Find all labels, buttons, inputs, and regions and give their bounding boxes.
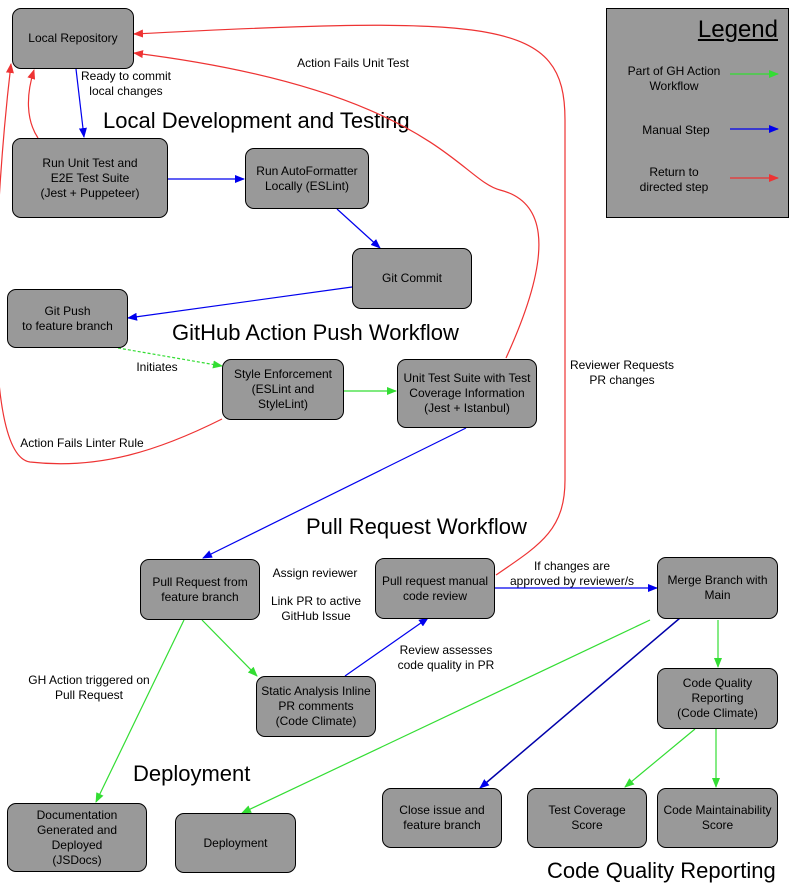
edge-quality-to-coverage [624, 728, 696, 788]
node-documentation: Documentation Generated and Deployed (JS… [7, 803, 147, 872]
section-code-quality: Code Quality Reporting [547, 858, 776, 883]
edge-unittest-fail-return [133, 50, 540, 359]
node-git-commit: Git Commit [352, 248, 472, 309]
section-pr-workflow: Pull Request Workflow [306, 514, 527, 539]
node-pr-review: Pull request manual code review [375, 558, 495, 619]
node-maintainability-score: Code Maintainability Score [657, 788, 778, 848]
edge-pr-to-static [201, 619, 258, 677]
node-static-analysis: Static Analysis Inline PR comments (Code… [256, 676, 376, 737]
edge-reviewer-return [133, 24, 566, 576]
edge-unit-return [27, 69, 39, 139]
edge-repo-to-unit [75, 68, 87, 138]
node-deployment: Deployment [175, 813, 296, 873]
edge-commit-to-push [127, 286, 353, 321]
label-ready-to-commit: Ready to commit local changes [80, 69, 172, 98]
node-merge-branch: Merge Branch with Main [657, 557, 778, 619]
node-test-coverage-score: Test Coverage Score [527, 788, 647, 848]
legend-title: Legend [697, 16, 778, 43]
label-link-pr: Link PR to active GitHub Issue [270, 594, 362, 623]
edge-push-to-style [117, 347, 223, 369]
label-action-fails-unit: Action Fails Unit Test [297, 56, 409, 70]
node-close-issue: Close issue and feature branch [382, 788, 502, 848]
node-unit-e2e-tests: Run Unit Test and E2E Test Suite (Jest +… [12, 138, 168, 218]
node-code-quality-reporting: Code Quality Reporting (Code Climate) [657, 668, 778, 729]
node-autoformatter: Run AutoFormatter Locally (ESLint) [245, 148, 369, 209]
edge-pr-to-docs [95, 619, 185, 803]
node-unit-coverage: Unit Test Suite with Test Coverage Infor… [397, 359, 537, 428]
edge-merge-to-deploy [241, 619, 651, 814]
edge-merge-to-close [479, 617, 681, 789]
section-local-dev: Local Development and Testing [103, 108, 410, 133]
legend-green-label: Part of GH Action Workflow [627, 64, 721, 93]
label-assign-reviewer: Assign reviewer [272, 566, 358, 580]
edge-autoformat-to-commit [336, 208, 381, 249]
edge-coverage-to-pr [202, 427, 467, 559]
label-action-fails-linter: Action Fails Linter Rule [20, 436, 144, 450]
label-gh-action-triggered: GH Action triggered on Pull Request [28, 673, 150, 702]
section-push-workflow: GitHub Action Push Workflow [172, 320, 459, 345]
edge-linter-fail-return [0, 63, 223, 465]
node-pull-request: Pull Request from feature branch [140, 559, 260, 620]
legend-blue-label: Manual Step [642, 123, 710, 137]
legend-box [606, 8, 789, 218]
legend-red-label: Return to directed step [639, 165, 709, 194]
edge-static-to-review [344, 617, 429, 677]
label-if-approved: If changes are approved by reviewer/s [509, 559, 635, 588]
label-review-assesses: Review assesses code quality in PR [397, 643, 495, 672]
label-reviewer-requests: Reviewer Requests PR changes [569, 358, 675, 387]
node-style-enforcement: Style Enforcement (ESLint and StyleLint) [222, 359, 344, 420]
section-deployment: Deployment [133, 761, 251, 786]
node-git-push: Git Push to feature branch [7, 289, 128, 348]
node-local-repository: Local Repository [12, 8, 134, 69]
label-initiates: Initiates [136, 360, 178, 374]
